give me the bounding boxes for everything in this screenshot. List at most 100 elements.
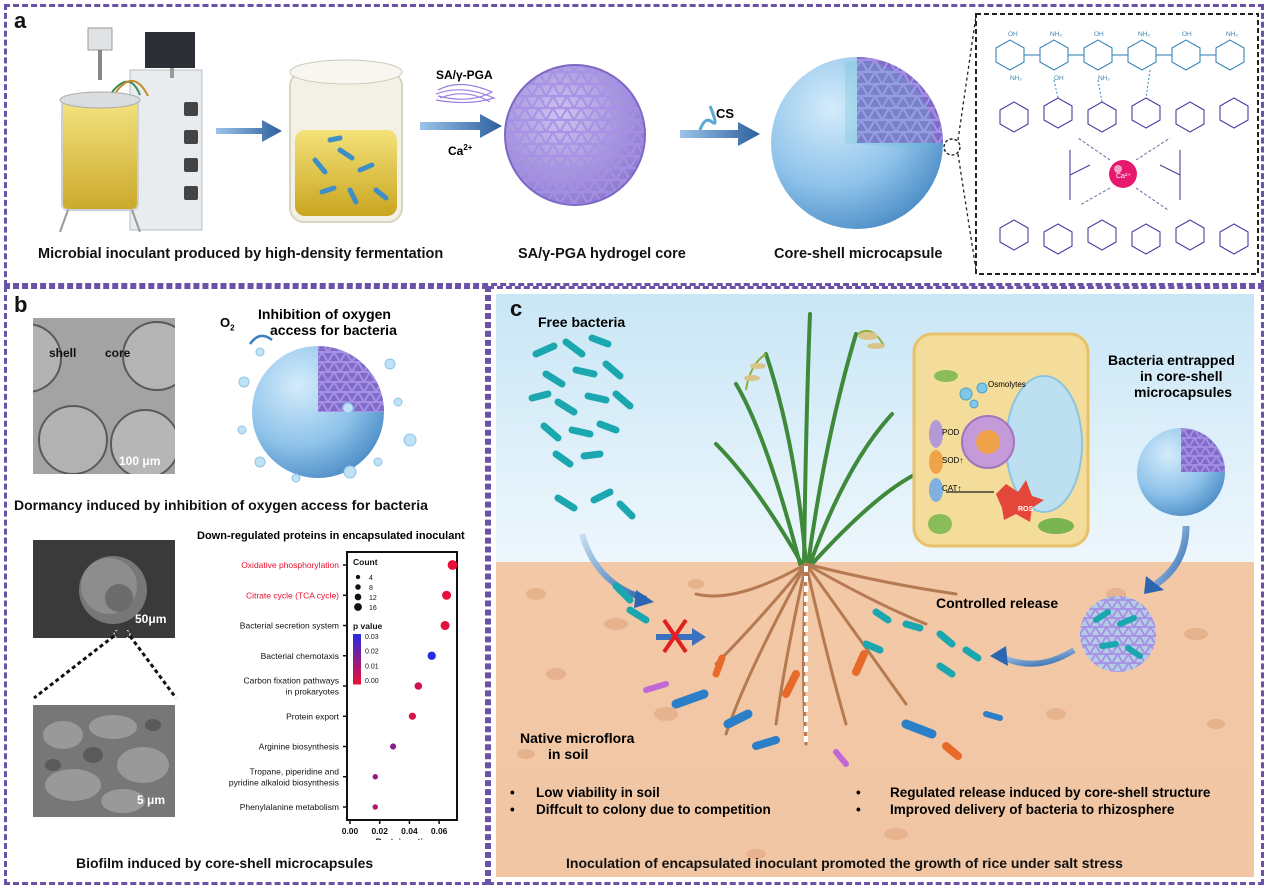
color-legend-swatch — [353, 666, 361, 670]
arrow-icon — [420, 114, 502, 138]
svg-text:NH₂: NH₂ — [1010, 75, 1022, 82]
core-shell-illustration — [771, 15, 977, 271]
native-microflora-label-2: in soil — [548, 746, 589, 762]
sod-label: SOD↑ — [942, 456, 964, 465]
bullet-left-2-text: Diffcult to colony due to competition — [536, 802, 771, 817]
y-tick-label: Tropane, piperidine and — [250, 766, 340, 776]
svg-text:NH₂: NH₂ — [1226, 31, 1238, 38]
micrograph-image: shell core 100 μm — [33, 318, 175, 474]
size-legend-label: 8 — [369, 585, 373, 592]
y-tick-label: Protein export — [286, 711, 340, 721]
bullets-left: •Low viability in soil •Diffcult to colo… — [510, 784, 771, 818]
oxygen-text: O — [220, 315, 231, 330]
svg-text:OH: OH — [1008, 31, 1018, 38]
y-tick-label: Carbon fixation pathways — [244, 676, 339, 686]
color-legend-swatch — [353, 676, 361, 680]
hydrogel-core-illustration — [504, 64, 646, 206]
ros-label: ROS — [1018, 506, 1034, 513]
beaker-illustration — [289, 59, 403, 223]
micrograph-shell-label: shell — [49, 346, 77, 360]
sem-image-overview: 50μm — [33, 540, 175, 638]
svg-text:OH: OH — [1182, 31, 1192, 38]
color-legend-swatch — [353, 639, 361, 642]
color-legend-swatch — [353, 644, 361, 647]
color-legend-swatch — [353, 654, 361, 657]
x-tick-label: 0.04 — [401, 826, 418, 836]
color-legend-label: 0.00 — [365, 678, 379, 685]
y-tick-label: Arginine biosynthesis — [259, 742, 339, 752]
fermenter-illustration — [59, 27, 203, 233]
inhibition-title-line2: access for bacteria — [270, 322, 397, 338]
caption-core-shell: Core-shell microcapsule — [774, 246, 943, 262]
color-legend-swatch — [353, 651, 361, 655]
svg-text:NH₂: NH₂ — [1138, 31, 1150, 38]
arrow-icon — [216, 120, 282, 142]
sa-pga-fibres — [435, 83, 496, 104]
y-tick-label: pyridine alkaloid biosynthesis — [229, 777, 339, 787]
x-axis-label: Protein ratio — [375, 837, 429, 840]
controlled-release-label: Controlled release — [936, 595, 1059, 611]
size-legend-label: 4 — [369, 575, 373, 582]
sem-scale-5: 5 μm — [137, 793, 166, 807]
color-legend-swatch — [353, 674, 361, 677]
color-legend-swatch — [353, 661, 361, 665]
cat-label: CAT↑ — [942, 484, 962, 493]
chitosan-icon — [698, 105, 717, 131]
color-legend-swatch — [353, 649, 361, 652]
free-bacteria-label: Free bacteria — [538, 314, 626, 330]
panel-b-label: b — [14, 292, 28, 317]
caption-dormancy: Dormancy induced by inhibition of oxygen… — [14, 497, 428, 513]
color-legend-title: p value — [353, 621, 383, 631]
native-microflora-label-1: Native microflora — [520, 730, 635, 746]
inhibition-title-line1: Inhibition of oxygen — [258, 306, 391, 322]
entrapped-label-2: in core-shell — [1140, 368, 1223, 384]
data-point — [372, 774, 378, 780]
color-legend-label: 0.01 — [365, 663, 379, 670]
color-legend-swatch — [353, 636, 361, 640]
panel-b — [4, 286, 488, 885]
panel-a-label: a — [14, 8, 27, 33]
micrograph-core-label: core — [105, 346, 131, 360]
x-tick-label: 0.00 — [342, 826, 359, 836]
pod-label: POD — [942, 428, 960, 437]
color-legend-label: 0.02 — [365, 649, 379, 656]
size-legend-dot — [354, 593, 362, 601]
panel-c-label: c — [510, 296, 523, 321]
color-legend-swatch — [353, 646, 361, 650]
color-legend-swatch — [353, 664, 361, 667]
oxygen-inhibition-illustration — [237, 334, 417, 483]
color-legend-swatch — [353, 679, 361, 682]
svg-text:OH: OH — [1094, 31, 1104, 38]
data-point — [442, 590, 452, 600]
svg-text:NH₂: NH₂ — [1050, 31, 1062, 38]
chart-plot-frame — [346, 551, 458, 821]
bullet-left-1-text: Low viability in soil — [536, 785, 660, 800]
reagent-label-calcium: Ca2+ — [448, 143, 473, 158]
y-tick-label: in prokaryotes — [286, 687, 339, 697]
size-legend-label: 16 — [369, 605, 377, 612]
reagent-label-cs: CS — [716, 106, 735, 121]
color-legend-swatch — [353, 681, 361, 685]
size-legend-label: 12 — [369, 595, 377, 602]
x-tick-label: 0.02 — [371, 826, 388, 836]
sem-scale-50: 50μm — [135, 612, 167, 626]
color-legend-label: 0.03 — [365, 634, 379, 641]
data-point — [414, 682, 423, 690]
osmolytes-label: Osmolytes — [988, 380, 1026, 389]
caption-biofilm: Biofilm induced by core-shell microcapsu… — [76, 855, 374, 871]
micrograph-scale-label: 100 μm — [119, 454, 161, 468]
size-legend-dot — [355, 574, 361, 580]
calcium-ion-label: Ca²⁺ — [1116, 173, 1131, 180]
sem-image-detail: 5 μm — [33, 705, 175, 817]
panel-a — [4, 4, 1264, 286]
color-legend-swatch — [353, 634, 361, 637]
bullet-right-1-text: Regulated release induced by core-shell … — [890, 785, 1211, 800]
caption-fermenter: Microbial inoculant produced by high-den… — [38, 246, 444, 262]
color-legend-swatch — [353, 669, 361, 672]
bullets-right: •Regulated release induced by core-shell… — [856, 784, 1210, 818]
arrow-icon — [680, 122, 760, 146]
calcium-text: Ca — [448, 144, 464, 158]
